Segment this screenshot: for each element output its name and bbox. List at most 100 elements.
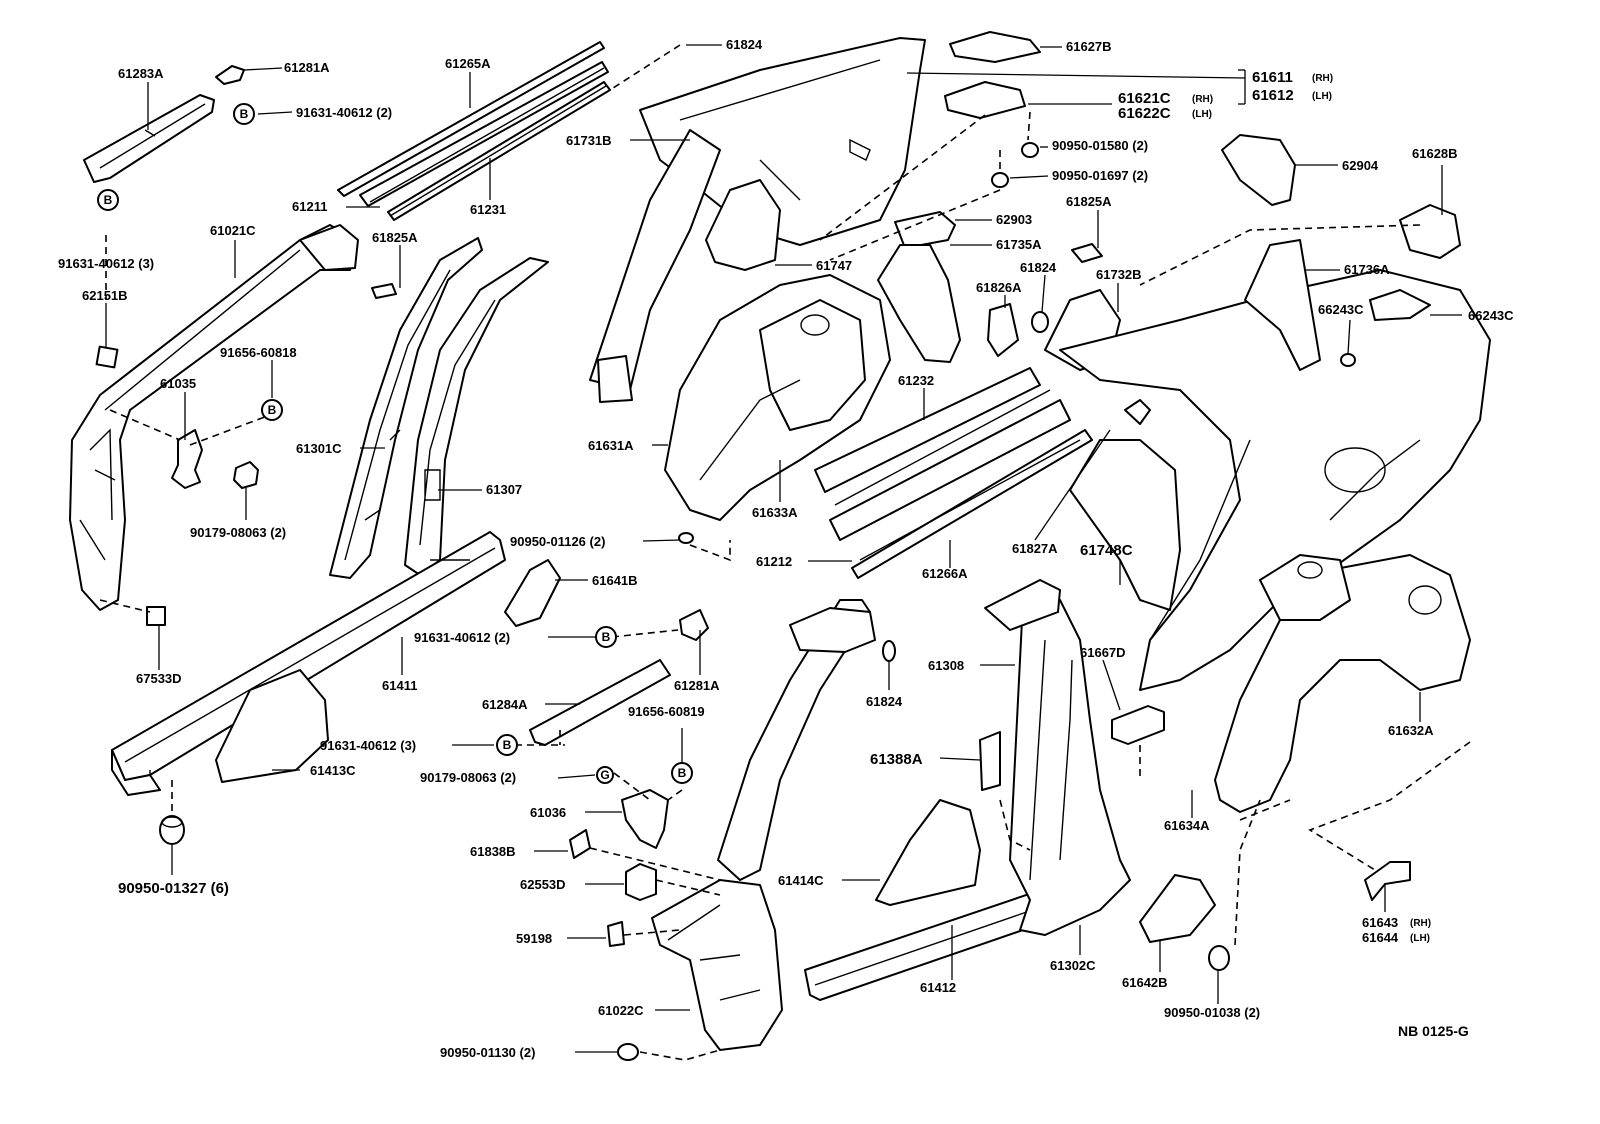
part-61302c-pillar <box>984 579 1131 936</box>
svg-text:B: B <box>678 766 687 780</box>
label-61232: 61232 <box>898 373 934 388</box>
part-59198 <box>607 921 625 947</box>
label-61035: 61035 <box>160 376 196 391</box>
label-91631-40612-3: 91631-40612 (3) <box>58 256 154 271</box>
label-61825a-right: 61825A <box>1066 194 1112 209</box>
label-90950-01327: 90950-01327 (6) <box>118 880 229 897</box>
assembly-dashed-lines <box>99 44 1471 1061</box>
label-61412: 61412 <box>920 980 956 995</box>
label-91631-40612-2-top: 91631-40612 (2) <box>296 105 392 120</box>
label-61644: 61644 <box>1362 930 1399 945</box>
part-61414c-panel <box>875 799 981 906</box>
part-61824-mid <box>882 640 896 662</box>
label-61622c: 61622C <box>1118 105 1171 122</box>
bolt-symbol-6: B <box>671 762 693 784</box>
label-61824-low: 61824 <box>866 694 903 709</box>
part-62553d <box>625 863 657 901</box>
part-61628b <box>1399 204 1461 259</box>
part-61022c-pillar <box>651 599 876 1051</box>
label-61611-rh: (RH) <box>1312 73 1333 84</box>
label-61824-mid: 61824 <box>1020 260 1057 275</box>
label-61643: 61643 <box>1362 915 1398 930</box>
bolt-symbol-4: B <box>595 626 617 648</box>
svg-text:B: B <box>104 193 113 207</box>
label-61643-rh: (RH) <box>1410 918 1431 929</box>
label-61281a-top: 61281A <box>284 60 330 75</box>
leader-lines <box>105 44 1462 1053</box>
label-91631-40612-2-mid: 91631-40612 (2) <box>414 630 510 645</box>
label-61641b: 61641B <box>592 573 638 588</box>
label-61302c: 61302C <box>1050 958 1096 973</box>
label-61825a-left: 61825A <box>372 230 418 245</box>
part-61747 <box>705 179 781 271</box>
part-61627b <box>949 31 1041 63</box>
label-61622c-lh: (LH) <box>1192 109 1212 120</box>
part-plug-01126 <box>678 532 694 544</box>
part-roof-rails <box>337 41 611 221</box>
part-grommet-01697 <box>991 172 1009 188</box>
part-61281a-top <box>215 65 245 85</box>
part-61667d-block <box>1111 705 1165 745</box>
label-61611: 61611 <box>1252 69 1293 86</box>
part-61631a-wheelhouse <box>664 274 891 521</box>
label-61631a: 61631A <box>588 438 634 453</box>
part-61825a-right <box>1071 243 1103 263</box>
label-61612-lh: (LH) <box>1312 91 1332 102</box>
part-61632a-wheelhouse <box>1214 554 1471 813</box>
svg-text:B: B <box>503 738 512 752</box>
part-67533d-pad <box>146 606 166 626</box>
part-61827a <box>1124 399 1151 425</box>
label-62151b: 62151B <box>82 288 128 303</box>
label-61838b: 61838B <box>470 844 516 859</box>
bolt-symbol-g: G <box>596 766 614 784</box>
label-91631-40612-3-low: 91631-40612 (3) <box>320 738 416 753</box>
label-61283a: 61283A <box>118 66 164 81</box>
label-90179-08063-top: 90179-08063 (2) <box>190 525 286 540</box>
label-90950-01126: 90950-01126 (2) <box>510 534 605 549</box>
label-61413c: 61413C <box>310 763 356 778</box>
label-61284a: 61284A <box>482 697 528 712</box>
part-grommet-01327 <box>159 815 185 845</box>
label-61231: 61231 <box>470 202 506 217</box>
label-61632a: 61632A <box>1388 723 1434 738</box>
label-61212: 61212 <box>756 554 792 569</box>
bolt-symbol-3: B <box>261 399 283 421</box>
bolt-symbol-2: B <box>97 189 119 211</box>
label-90950-01580: 90950-01580 (2) <box>1052 138 1148 153</box>
part-61281a-mid <box>679 609 709 641</box>
part-61411-rocker <box>111 531 506 796</box>
label-61732b: 61732B <box>1096 267 1142 282</box>
part-plug-01038 <box>1208 945 1230 971</box>
svg-text:B: B <box>240 107 249 121</box>
svg-text:G: G <box>600 768 609 782</box>
label-61612: 61612 <box>1252 87 1294 104</box>
label-61827a: 61827A <box>1012 541 1058 556</box>
label-61307: 61307 <box>486 482 522 497</box>
label-90950-01130: 90950-01130 (2) <box>440 1045 535 1060</box>
part-61388a-sheet <box>979 731 1001 791</box>
label-61411: 61411 <box>382 678 417 693</box>
part-61642b <box>1139 874 1216 943</box>
part-61826a-patch <box>987 303 1019 357</box>
label-67533d: 67533D <box>136 671 182 686</box>
label-61388a: 61388A <box>870 751 923 768</box>
part-61301c-pillar <box>329 237 483 579</box>
part-labels: 61283A 61281A 91631-40612 (2) 61265A 618… <box>58 37 1514 1060</box>
label-90950-01697: 90950-01697 (2) <box>1052 168 1148 183</box>
part-floor-rails <box>814 367 1093 579</box>
svg-text:B: B <box>602 630 611 644</box>
part-grommet-01580 <box>1021 142 1039 158</box>
part-62151b-pad <box>95 345 119 369</box>
label-61621c: 61621C <box>1118 90 1171 107</box>
label-61824-top: 61824 <box>726 37 763 52</box>
label-61633a: 61633A <box>752 505 798 520</box>
label-61627b: 61627B <box>1066 39 1112 54</box>
reference-code: NB 0125-G <box>1398 1023 1469 1039</box>
label-61301c: 61301C <box>296 441 342 456</box>
label-62553d: 62553D <box>520 877 566 892</box>
part-62903 <box>894 211 956 249</box>
part-61825a-left <box>371 283 397 299</box>
part-61735a <box>877 244 961 363</box>
part-61748c <box>1069 439 1181 611</box>
label-91656-60818: 91656-60818 <box>220 345 297 360</box>
